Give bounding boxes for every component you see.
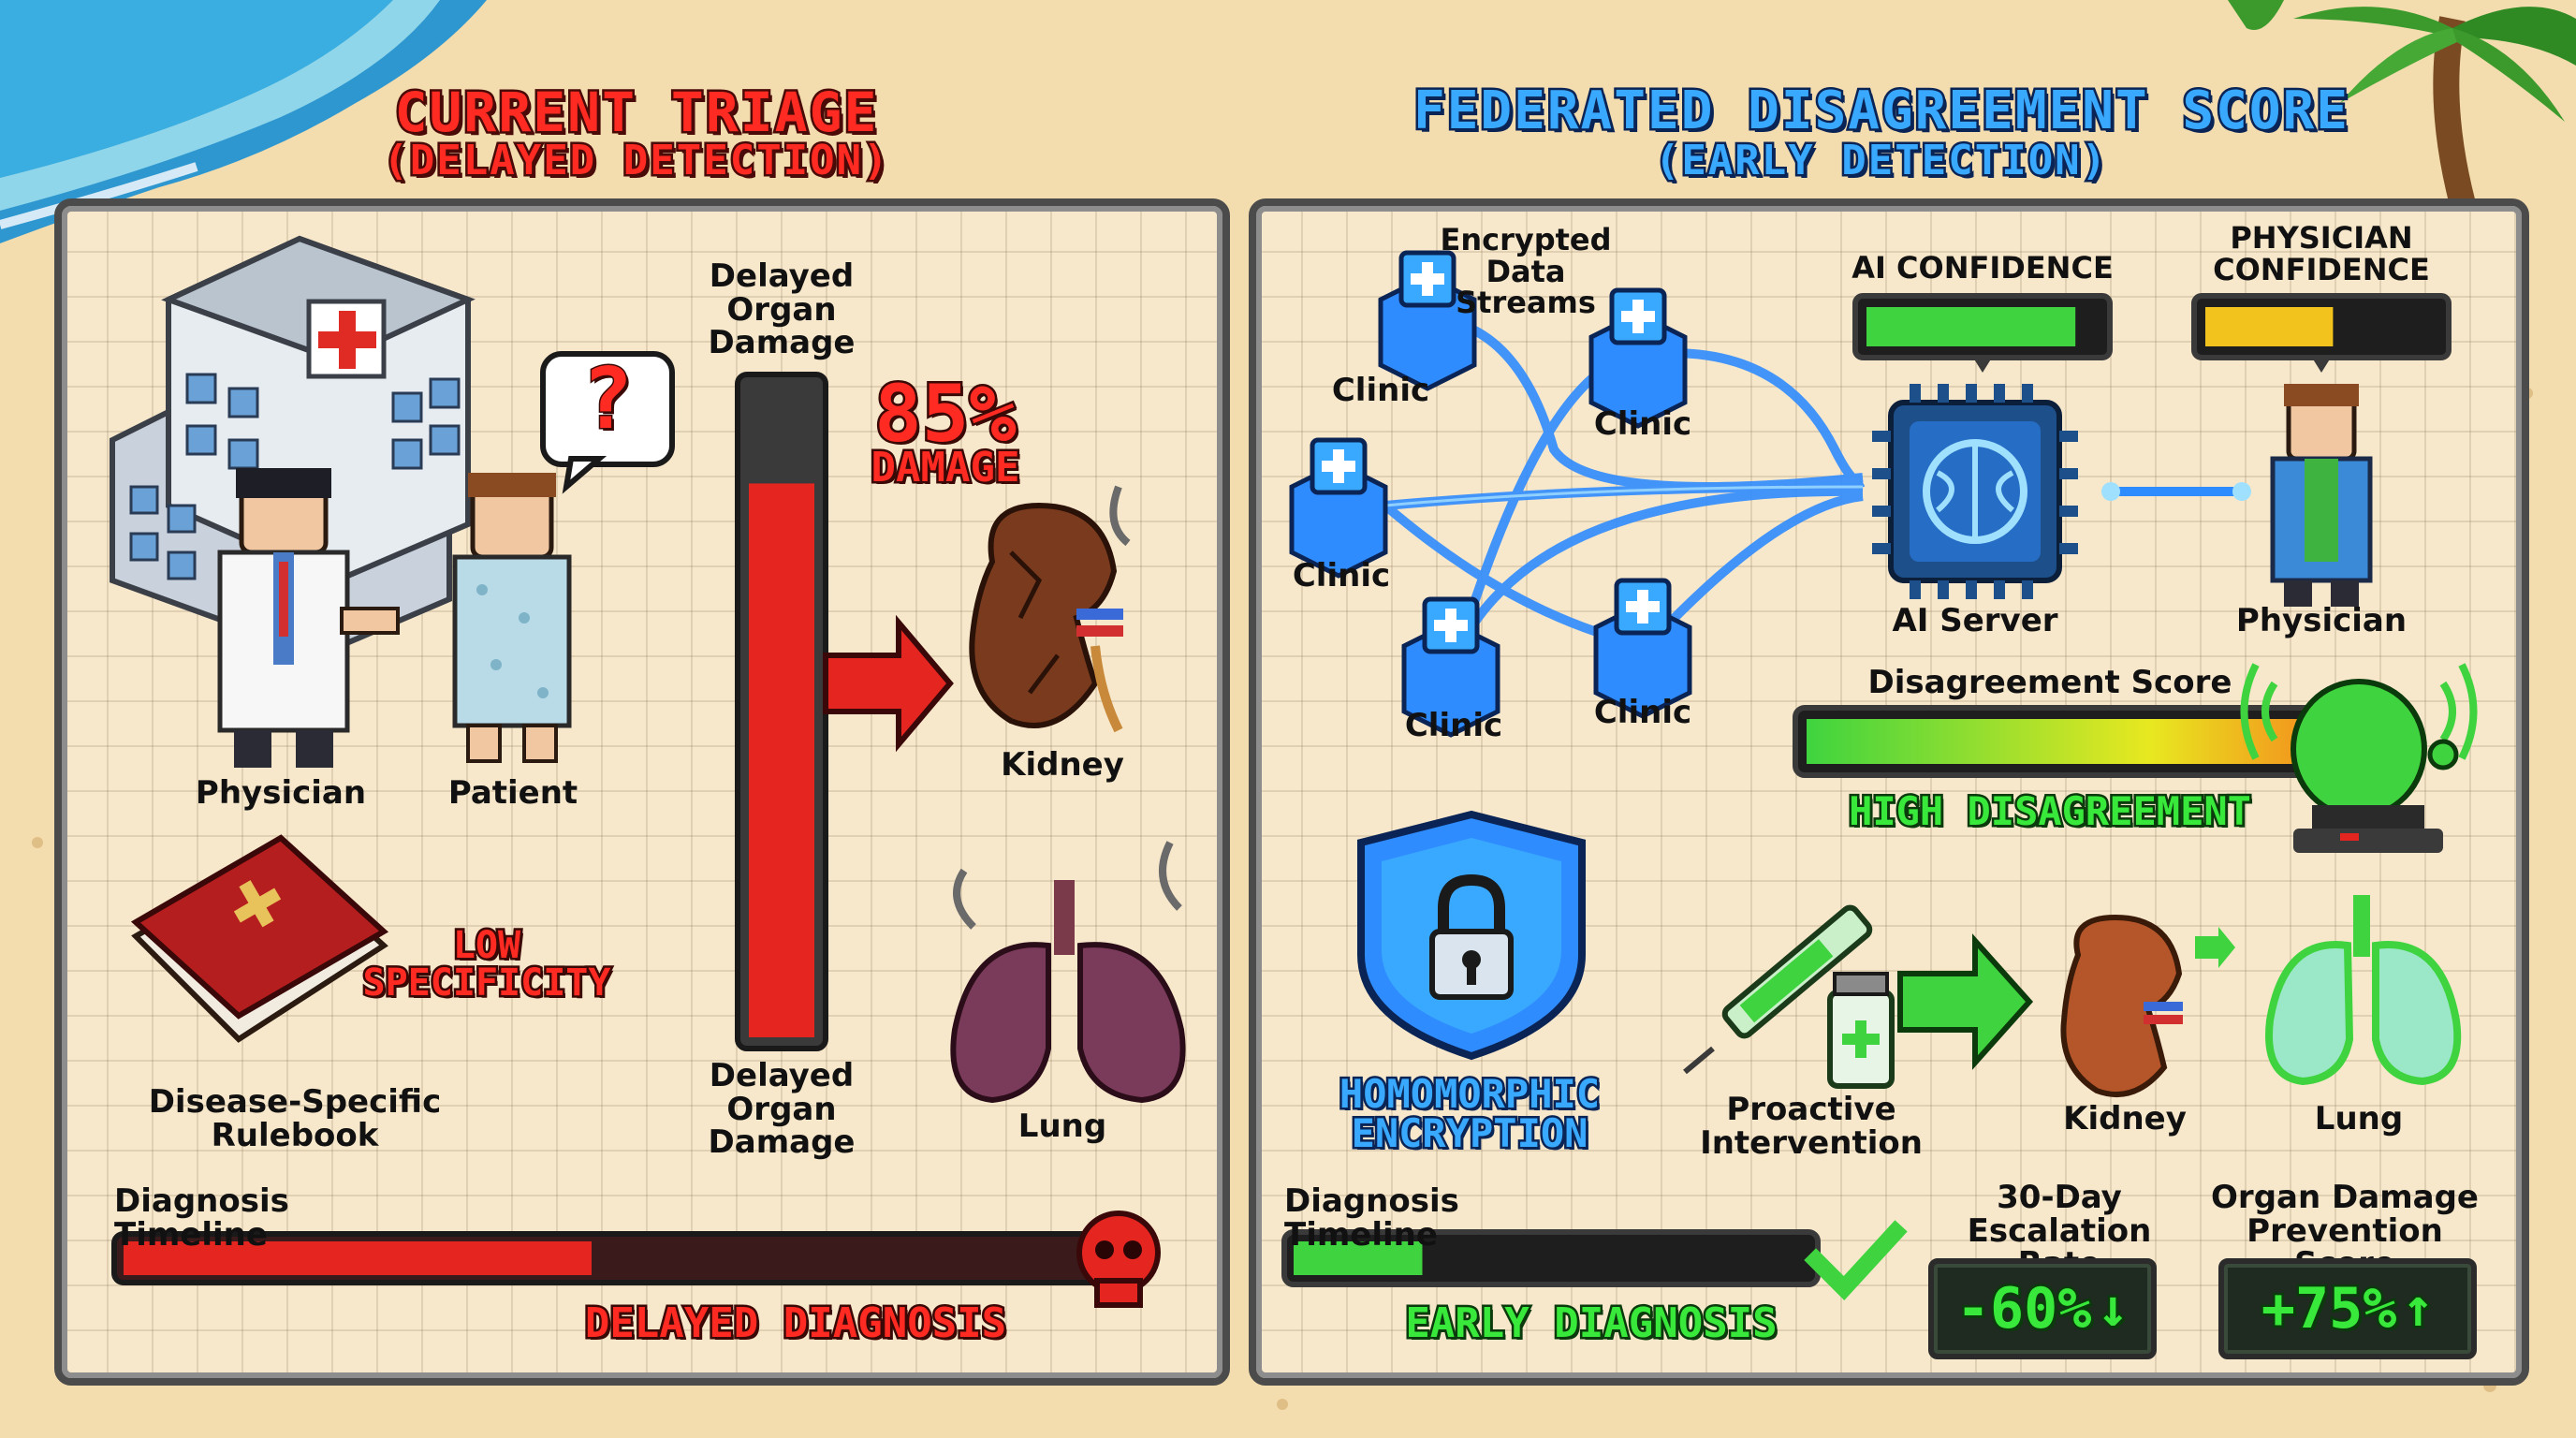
left-title: CURRENT TRIAGE [392, 79, 879, 147]
escalation-rate-label: 30-Day Escalation Rate [1967, 1179, 2152, 1281]
lock-icon [1429, 873, 1514, 1000]
patient-icon [452, 473, 572, 763]
disagreement-score-bar [1793, 705, 2337, 778]
damage-arrow-icon [823, 614, 954, 753]
organ-damage-bar [735, 372, 828, 1051]
clinic-label-2: Clinic [1593, 405, 1692, 443]
prevention-score-box: +75% ↑ [2218, 1258, 2477, 1359]
server-physician-link [2101, 482, 2251, 501]
syringe-icon [1683, 904, 1873, 1075]
right-timeline-label: Diagnosis Timeline [1284, 1182, 1459, 1254]
palm-tree-icon [2228, 0, 2576, 239]
stream-glow [1384, 485, 1864, 507]
left-subtitle: (DELAYED DETECTION) [381, 135, 890, 187]
damaged-kidney-icon [969, 485, 1131, 733]
rulebook-label: Disease-Specific Rulebook [148, 1083, 442, 1154]
damage-label-bottom: Delayed Organ Damage [708, 1057, 856, 1162]
disagreement-score-label: Disagreement Score [1867, 664, 2232, 701]
low-specificity-label: LOW SPECIFICITY [360, 924, 613, 1005]
sea-corner [0, 0, 487, 243]
proactive-intervention-label: Proactive Intervention [1700, 1091, 1923, 1162]
left-kidney-label: Kidney [1001, 746, 1124, 784]
speech-bubble-icon [540, 351, 675, 494]
left-patient-label: Patient [447, 774, 578, 812]
encrypted-streams-label: Encrypted Data Streams [1440, 222, 1612, 321]
early-diagnosis-label: EARLY DIAGNOSIS [1403, 1299, 1779, 1347]
clinic-label-3: Clinic [1292, 557, 1391, 594]
physician-icon [2270, 384, 2373, 607]
prevention-score-label: Organ Damage Prevention Score [2211, 1179, 2479, 1281]
damaged-lung-icon [950, 841, 1186, 1104]
rulebook-icon [130, 834, 389, 1043]
damage-label-top: Delayed Organ Damage [708, 257, 856, 362]
delayed-diagnosis-label: DELAYED DIAGNOSIS [582, 1299, 1008, 1347]
ai-server-label: AI Server [1892, 602, 2058, 639]
clinic-icon [1378, 250, 1477, 391]
high-disagreement-label: HIGH DISAGREEMENT [1847, 788, 2254, 834]
healthy-lung-icon [2265, 895, 2462, 1086]
clinic-icon [1593, 578, 1692, 719]
question-mark: ? [580, 350, 634, 448]
escalation-rate-value: -60% [1954, 1276, 2093, 1342]
clinic-label-1: Clinic [1331, 372, 1430, 409]
clinic-icon [1401, 596, 1500, 738]
physician-confidence-bar [2191, 293, 2452, 373]
left-physician-label: Physician [195, 774, 367, 812]
right-subtitle: (EARLY DETECTION) [1652, 135, 2109, 187]
checkmark-icon [1804, 1220, 1908, 1301]
left-lung-label: Lung [1017, 1108, 1107, 1145]
physician-confidence-label: PHYSICIAN CONFIDENCE [2213, 220, 2430, 287]
ai-confidence-label: AI CONFIDENCE [1852, 250, 2114, 286]
alarm-bell-icon [2240, 663, 2478, 853]
ai-server-chip-icon [1872, 384, 2078, 599]
damage-percent: 85% [872, 368, 1019, 460]
arrow-down-icon: ↓ [2095, 1278, 2131, 1339]
right-kidney-label: Kidney [2063, 1100, 2187, 1137]
physician-icon [217, 468, 400, 768]
ai-confidence-bar [1852, 293, 2113, 373]
clinic-label-4: Clinic [1404, 707, 1503, 744]
left-timeline [111, 1231, 1109, 1285]
homomorphic-encryption-label: HOMOMORPHIC ENCRYPTION [1337, 1071, 1602, 1156]
escalation-rate-box: -60% ↓ [1928, 1258, 2157, 1359]
clinic-label-5: Clinic [1593, 694, 1692, 731]
arrow-up-icon: ↑ [2400, 1278, 2437, 1339]
skull-icon [1076, 1211, 1161, 1308]
clinic-icon [1289, 437, 1388, 579]
prevention-score-value: +75% [2259, 1276, 2398, 1342]
right-title: FEDERATED DISAGREEMENT SCORE [1411, 79, 2349, 144]
intervention-arrow-icon [1897, 933, 2034, 1070]
vial-icon [1827, 972, 1895, 1089]
right-physician-label: Physician [2235, 602, 2408, 639]
right-lung-label: Lung [2314, 1100, 2404, 1137]
left-timeline-label: Diagnosis Timeline [114, 1182, 289, 1254]
clinic-icon [1588, 287, 1688, 429]
damage-word: DAMAGE [869, 444, 1022, 492]
healthy-kidney-icon [2060, 914, 2235, 1098]
